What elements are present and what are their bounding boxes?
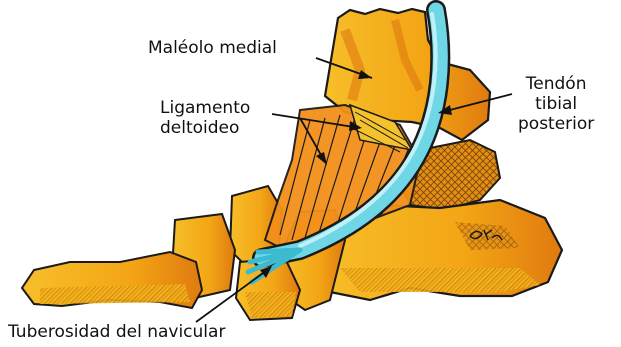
label-deltoid-line2: deltoideo xyxy=(160,118,250,138)
metatarsal-bone xyxy=(22,252,202,308)
label-tendon-line2: tibial xyxy=(518,94,594,114)
label-medial-malleolus: Maléolo medial xyxy=(148,38,277,58)
label-posterior-tibial-tendon: Tendón tibial posterior xyxy=(518,74,594,134)
label-deltoid-ligament: Ligamento deltoideo xyxy=(160,98,250,138)
medial-cuneiform-base xyxy=(236,258,300,320)
label-deltoid-line1: Ligamento xyxy=(160,98,250,118)
label-tendon-line3: posterior xyxy=(518,114,594,134)
label-navicular-tuberosity: Tuberosidad del navicular xyxy=(8,322,225,342)
label-tendon-line1: Tendón xyxy=(518,74,594,94)
